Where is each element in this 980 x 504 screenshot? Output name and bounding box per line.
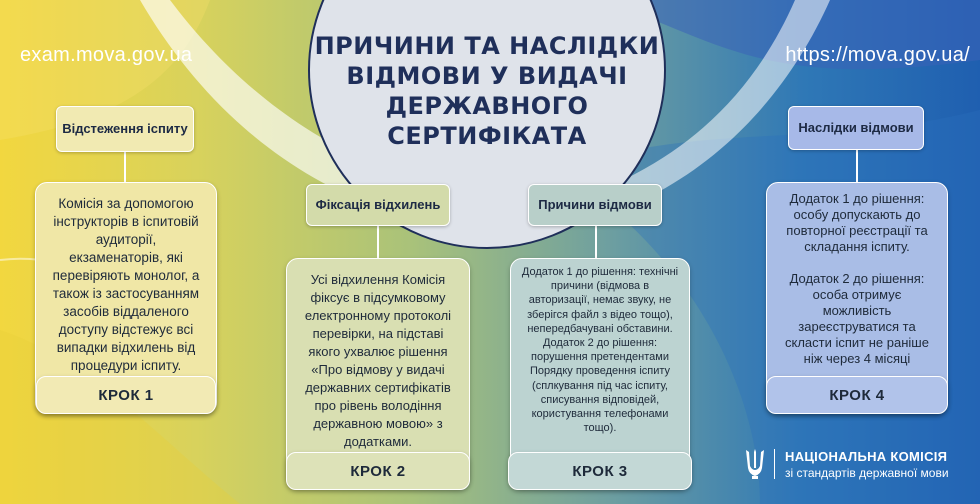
step3-tag: Причини відмови — [528, 184, 662, 226]
step2-label: КРОК 2 — [286, 452, 470, 490]
step1-label: КРОК 1 — [36, 376, 216, 414]
step2-text: Усі відхилення Комісія фіксує в підсумко… — [304, 272, 452, 449]
logo-divider — [774, 449, 775, 479]
step4-label: КРОК 4 — [766, 376, 948, 414]
step3-text-1: Додаток 1 до рішення: технічні причини (… — [521, 266, 679, 335]
step4-card: Додаток 1 до рішення: особу допускають д… — [766, 182, 948, 414]
step1-card: Комісія за допомогою інструкторів в іспи… — [35, 182, 217, 414]
step3-label-text: КРОК 3 — [572, 462, 628, 480]
title-circle: ПРИЧИНИ ТА НАСЛІДКИ ВІДМОВИ У ВИДАЧІ ДЕР… — [310, 0, 664, 178]
step4-label-text: КРОК 4 — [829, 386, 885, 404]
step2-tag-label: Фіксація відхилень — [315, 197, 441, 212]
step1-text: Комісія за допомогою інструкторів в іспи… — [52, 196, 200, 373]
step1-label-text: КРОК 1 — [98, 386, 154, 404]
site-link-exam[interactable]: exam.mova.gov.ua — [20, 44, 193, 66]
logo-subtitle: зі стандартів державної мови — [785, 465, 949, 480]
step3-card: Додаток 1 до рішення: технічні причини (… — [510, 258, 690, 488]
step3-label: КРОК 3 — [508, 452, 692, 490]
commission-logo: НАЦІОНАЛЬНА КОМІСІЯ зі стандартів держав… — [744, 448, 949, 480]
connector-step3 — [595, 226, 597, 260]
step2-card: Усі відхилення Комісія фіксує в підсумко… — [286, 258, 470, 488]
step2-label-text: КРОК 2 — [350, 462, 406, 480]
connector-step1 — [124, 150, 126, 184]
page-title: ПРИЧИНИ ТА НАСЛІДКИ ВІДМОВИ У ВИДАЧІ ДЕР… — [314, 32, 660, 150]
step2-tag: Фіксація відхилень — [306, 184, 450, 226]
logo-title: НАЦІОНАЛЬНА КОМІСІЯ — [785, 448, 948, 464]
site-link-mova[interactable]: https://mova.gov.ua/ — [785, 44, 970, 66]
step4-text-2: Додаток 2 до рішення: особа отримує можл… — [785, 271, 929, 366]
step3-text-2: Додаток 2 до рішення: порушення претенде… — [529, 337, 671, 435]
step1-tag-label: Відстеження іспиту — [62, 121, 188, 136]
connector-step2 — [377, 226, 379, 260]
step3-tag-label: Причини відмови — [538, 197, 652, 212]
step4-text-1: Додаток 1 до рішення: особу допускають д… — [786, 191, 928, 254]
connector-step4 — [856, 150, 858, 184]
trident-icon — [746, 449, 764, 479]
step4-tag-label: Наслідки відмови — [798, 120, 914, 135]
step4-tag: Наслідки відмови — [788, 106, 924, 150]
step1-tag: Відстеження іспиту — [56, 106, 194, 152]
